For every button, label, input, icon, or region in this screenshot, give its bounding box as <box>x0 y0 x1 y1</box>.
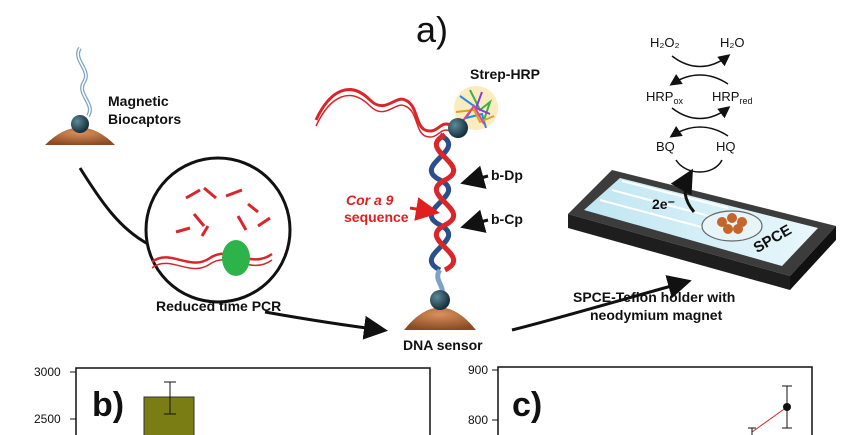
spce-electrode-group: SPCE 2e⁻ <box>568 168 836 290</box>
h2o2-label: H₂O₂ <box>650 35 680 50</box>
chart-c-frame <box>497 366 813 435</box>
redox-cycle-group: H₂O₂ H₂O HRPox HRPred BQ HQ <box>646 35 752 173</box>
spce-body-side <box>790 226 836 290</box>
chart-c-tick-900: 900 <box>468 363 488 377</box>
arrow-to-dna-sensor <box>264 310 388 340</box>
b-dp-arrow <box>460 165 489 189</box>
redox-arrow-hq <box>669 126 729 138</box>
cor-a9-label-line1: Cor a 9 <box>346 192 394 208</box>
red-amplicon-tail <box>314 88 451 133</box>
panel-a-label: a) <box>416 9 448 50</box>
magnetic-biocaptor-group: Magnetic Biocaptors <box>45 46 181 145</box>
chart-c-tick-800: 800 <box>468 413 488 427</box>
chart-b-frame <box>75 367 431 435</box>
reduced-pcr-label: Reduced time PCR <box>156 298 281 314</box>
holder-label-line2: neodymium magnet <box>590 307 723 323</box>
streptavidin-bead <box>71 115 89 133</box>
chart-b-tick-3000: 3000 <box>34 365 61 379</box>
magnetic-beads-on-electrode <box>717 213 747 234</box>
panel-b-chart: 3000 2500 b) <box>34 365 431 435</box>
red-target-strand <box>434 132 456 273</box>
magnetic-label-line2: Biocaptors <box>108 111 181 127</box>
cor-a9-label-line2: sequence <box>344 209 409 225</box>
streptavidin-hrp-bead <box>448 118 468 138</box>
redox-arrow-h2o2 <box>671 54 731 68</box>
pcr-template-strand-2 <box>151 258 273 270</box>
strep-hrp-label: Strep-HRP <box>470 66 540 82</box>
hrp-ox-label: HRPox <box>646 89 683 106</box>
cor-a9-arrow <box>409 197 440 221</box>
b-cp-arrow <box>460 209 489 233</box>
dna-sensor-label: DNA sensor <box>403 337 483 353</box>
panel-c-chart: 900 800 c) <box>468 363 813 435</box>
panel-c-label: c) <box>512 386 542 424</box>
electron-transfer-arrow <box>670 168 696 213</box>
pcr-circle-group: Reduced time PCR <box>144 156 292 314</box>
dna-sensor-bowl <box>404 307 476 330</box>
strep-hrp-cluster <box>454 86 498 130</box>
redox-arrow-hrp-top <box>669 74 729 86</box>
redox-electrode-loop <box>675 159 723 173</box>
redox-arrow-hrp-bottom <box>671 106 731 120</box>
spce-working-surface <box>584 178 818 266</box>
pcr-fragments <box>175 186 271 237</box>
h2o-label: H₂O <box>720 35 745 50</box>
dna-sensor-group: Strep-HRP b-Dp b-Cp Cor a 9 sequence DNA… <box>314 66 540 353</box>
blue-detection-strand <box>429 132 451 273</box>
red-amplicon-tail-2 <box>315 95 451 138</box>
bq-label: BQ <box>656 139 675 154</box>
pcr-zoom-circle <box>144 156 292 304</box>
b-cp-label: b-Cp <box>491 211 523 227</box>
hq-label: HQ <box>716 139 736 154</box>
spce-body-front <box>568 214 790 290</box>
curve-arrow-to-pcr <box>78 167 151 247</box>
capture-probe-strand-highlight <box>77 47 91 117</box>
holder-label-line1: SPCE-Teflon holder with <box>573 289 735 305</box>
magnetic-bead-bowl <box>45 127 115 145</box>
pcr-template-strand <box>151 252 273 264</box>
chart-b-bar <box>143 396 195 435</box>
chart-c-fit-line <box>751 406 788 433</box>
panel-b-label: b) <box>92 386 124 424</box>
chart-c-point <box>783 403 791 411</box>
electron-transfer-label: 2e⁻ <box>652 196 675 212</box>
dna-sensor-bead <box>430 290 450 310</box>
polymerase-blob <box>222 240 250 276</box>
b-dp-label: b-Dp <box>491 167 523 183</box>
magnetic-label-line1: Magnetic <box>108 93 169 109</box>
hrp-red-label: HRPred <box>712 89 752 106</box>
chart-b-tick-2500: 2500 <box>34 412 61 426</box>
arrow-to-spce <box>511 275 692 332</box>
